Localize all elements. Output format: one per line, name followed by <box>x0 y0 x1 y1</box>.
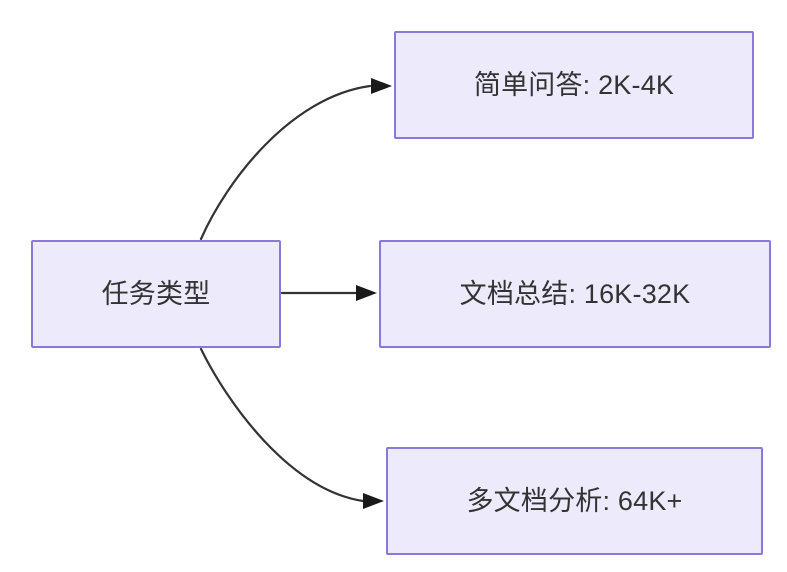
node-label: 任务类型 <box>101 278 211 309</box>
edge-source-to-task-2 <box>280 285 377 301</box>
arrow-head-icon <box>363 493 384 509</box>
arrow-head-icon <box>356 285 377 301</box>
node-multi-document-analysis[interactable]: 多文档分析: 64K+ <box>386 447 763 555</box>
node-label: 多文档分析: 64K+ <box>466 485 683 516</box>
arrow-head-icon <box>371 78 392 94</box>
node-document-summary[interactable]: 文档总结: 16K-32K <box>379 240 771 348</box>
node-task-type[interactable]: 任务类型 <box>31 240 281 348</box>
node-simple-qa[interactable]: 简单问答: 2K-4K <box>394 31 754 139</box>
node-label: 文档总结: 16K-32K <box>459 278 691 309</box>
edge-source-to-task-1 <box>199 78 392 241</box>
node-label: 简单问答: 2K-4K <box>473 69 675 100</box>
edge-path-task-1 <box>199 84 372 241</box>
edge-path-task-3 <box>199 347 365 503</box>
edge-source-to-task-3 <box>199 347 384 509</box>
